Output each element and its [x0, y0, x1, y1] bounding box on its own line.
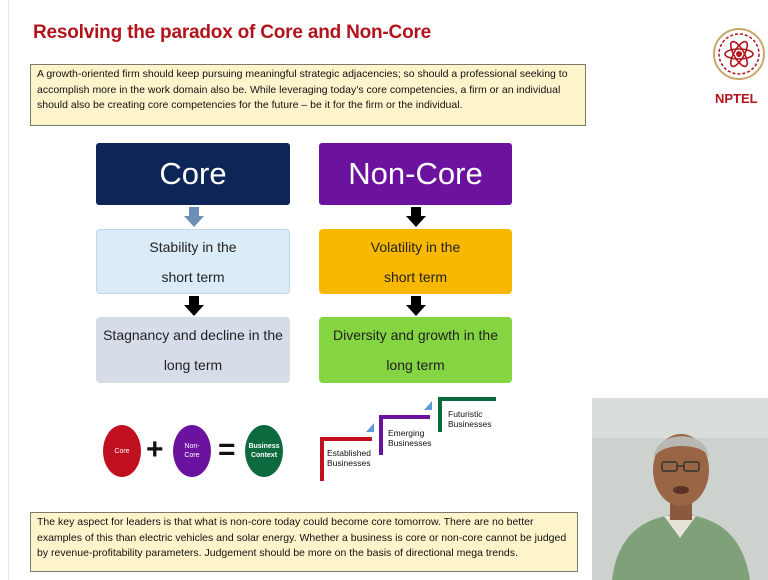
- down-arrow-icon: [406, 296, 426, 316]
- nptel-logo-icon: [713, 28, 765, 80]
- step3-line2: Businesses: [448, 419, 492, 429]
- noncore-long-term-box: Diversity and growth in the long term: [319, 317, 512, 383]
- slide-title: Resolving the paradox of Core and Non-Co…: [33, 22, 432, 43]
- noncore-short-term-box: Volatility in the short term: [319, 229, 512, 294]
- result-line2: Context: [250, 452, 278, 459]
- step1-line1: Established: [327, 448, 371, 458]
- core-heading: Core: [96, 143, 290, 205]
- down-arrow-icon: [184, 296, 204, 316]
- business-stairs-graphic: [320, 397, 496, 481]
- core-oval: Core: [103, 425, 141, 477]
- intro-note: A growth-oriented firm should keep pursu…: [30, 64, 586, 126]
- step1-line2: Businesses: [327, 458, 371, 468]
- core-box1-line2: short term: [161, 268, 225, 285]
- equals-sign: =: [218, 433, 236, 466]
- noncore-oval-line1: Non-: [184, 443, 200, 450]
- slide-left-border: [8, 0, 9, 580]
- plus-sign: +: [146, 433, 164, 466]
- noncore-box1-line1: Volatility in the: [370, 238, 461, 255]
- noncore-box2-line1: Diversity and growth in the: [333, 327, 498, 343]
- noncore-box1-line2: short term: [383, 268, 447, 285]
- core-short-term-box: Stability in the short term: [96, 229, 290, 294]
- down-arrow-icon: [184, 207, 204, 227]
- core-box2-line1: Stagnancy and decline in the: [103, 327, 283, 343]
- step3-line1: Futuristic: [448, 409, 483, 419]
- presenter-figure: [592, 398, 768, 580]
- core-box2-line2: long term: [163, 357, 223, 373]
- noncore-oval: Non- Core: [173, 425, 211, 477]
- closing-note: The key aspect for leaders is that what …: [30, 512, 578, 572]
- step2-line2: Businesses: [388, 438, 432, 448]
- noncore-box2-line2: long term: [386, 357, 445, 373]
- presenter-video: [592, 398, 768, 580]
- result-line1: Business: [248, 443, 280, 450]
- core-box1-line1: Stability in the: [149, 238, 237, 255]
- nptel-logo-text: NPTEL: [715, 91, 758, 106]
- noncore-oval-line2: Core: [184, 452, 200, 459]
- step2-line1: Emerging: [388, 428, 425, 438]
- core-long-term-box: Stagnancy and decline in the long term: [96, 317, 290, 383]
- down-arrow-icon: [406, 207, 426, 227]
- noncore-heading: Non-Core: [319, 143, 512, 205]
